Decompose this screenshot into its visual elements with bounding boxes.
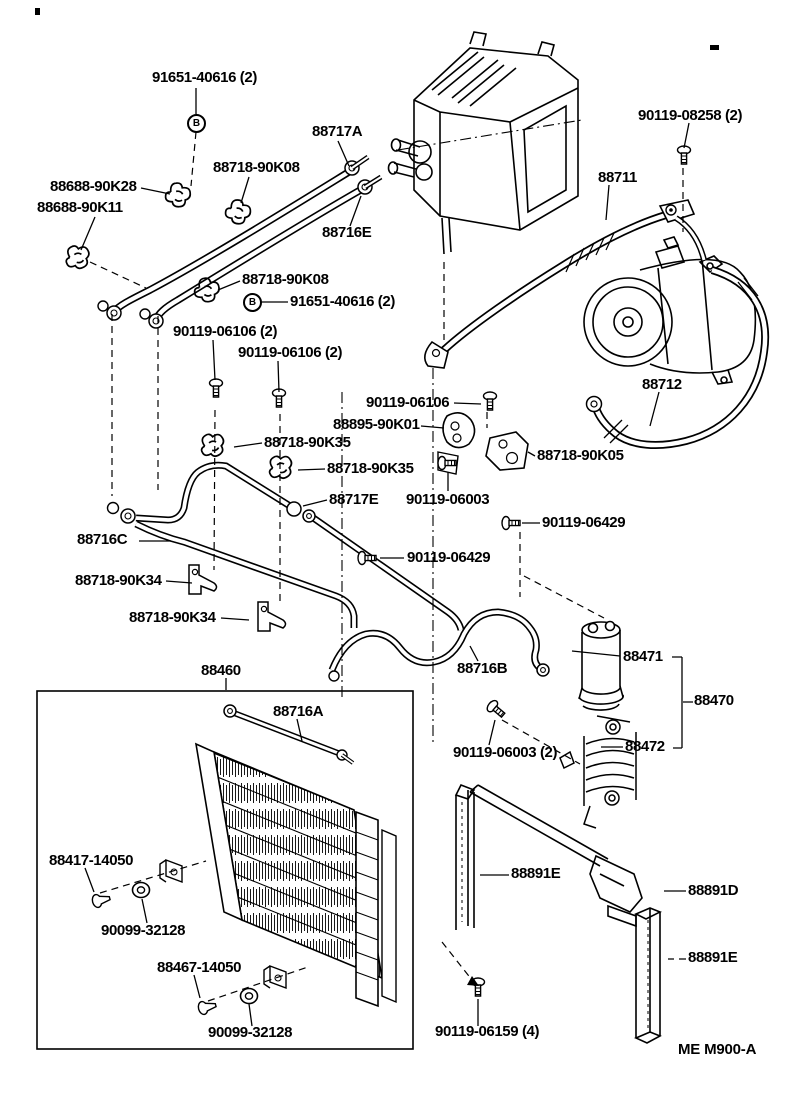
part-label: 90119-06106 (2): [238, 344, 343, 361]
part-label: 88470: [694, 692, 734, 709]
part-label: 91651-40616 (2): [290, 293, 395, 310]
cooler-pipe-88716b-drawing: [328, 608, 550, 682]
receiver-drier-88471-drawing: [578, 620, 624, 711]
part-label: 90119-08258 (2): [638, 107, 743, 124]
dashed-alignment-lines: [89, 131, 686, 1002]
part-label: 90099-32128: [101, 922, 186, 939]
compressor-drawing: [583, 236, 757, 385]
dashed-arrowhead: [467, 976, 479, 986]
part-label: 88467-14050: [157, 959, 242, 976]
part-label: 88718-90K34: [129, 609, 216, 626]
part-label: 88716E: [322, 224, 372, 241]
part-label: 88891E: [688, 949, 738, 966]
page-mark-top-right: [710, 45, 719, 50]
part-label: 88716B: [457, 660, 508, 677]
part-label: 90119-06003: [406, 491, 490, 508]
figure-code: ME M900-A: [678, 1041, 757, 1058]
brace-88891-drawing: [454, 783, 662, 1044]
part-label: 88472: [625, 738, 665, 755]
part-label: 88891D: [688, 882, 739, 899]
part-label: 90119-06106 (2): [173, 323, 278, 340]
part-label: 88895-90K01: [333, 416, 420, 433]
part-label: 88718-90K08: [213, 159, 300, 176]
part-label: 88688-90K11: [37, 199, 123, 216]
part-label: 88717E: [329, 491, 379, 508]
circled-b-marker: B: [187, 114, 206, 133]
part-label: 88718-90K35: [327, 460, 414, 477]
part-label: 90119-06429: [542, 514, 626, 531]
part-label: 88716C: [77, 531, 128, 548]
condenser-group-box: [36, 690, 414, 1050]
page-mark-top-left: [35, 8, 40, 15]
centerlines: [341, 119, 583, 742]
discharge-hose-88712-drawing: [585, 266, 770, 449]
part-label: 88891E: [511, 865, 561, 882]
part-label: 90119-06106: [366, 394, 450, 411]
part-label: 88688-90K28: [50, 178, 137, 195]
circled-b-marker: B: [243, 293, 262, 312]
cooler-pipes-88717a-88716e-drawing: [97, 154, 383, 329]
grommet-88895-drawing: [442, 412, 476, 449]
part-label: 90099-32128: [208, 1024, 293, 1041]
suction-hose-88711-drawing: [424, 199, 707, 369]
part-label: 88712: [642, 376, 682, 393]
evaporator-unit-drawing: [387, 31, 579, 255]
part-label: 88471: [623, 648, 663, 665]
part-label: 88716A: [273, 703, 324, 720]
part-label: 88460: [201, 662, 241, 679]
part-label: 91651-40616 (2): [152, 69, 257, 86]
part-label: 90119-06159 (4): [435, 1023, 540, 1040]
part-label: 88718-90K08: [242, 271, 329, 288]
part-label: 88417-14050: [49, 852, 134, 869]
drier-bracket-88472-drawing: [559, 715, 637, 829]
part-label: 88718-90K05: [537, 447, 624, 464]
part-label: 88717A: [312, 123, 363, 140]
part-label: 88718-90K35: [264, 434, 351, 451]
part-label: 90119-06429: [407, 549, 491, 566]
cooler-pipe-88716a-drawing: [223, 704, 355, 765]
part-label: 90119-06003 (2): [453, 744, 558, 761]
condenser-88460-drawing: [159, 742, 397, 1008]
part-label: 88711: [598, 169, 637, 186]
part-label: 88718-90K34: [75, 572, 162, 589]
cooler-pipes-88716c-88717e-drawing: [106, 461, 465, 631]
